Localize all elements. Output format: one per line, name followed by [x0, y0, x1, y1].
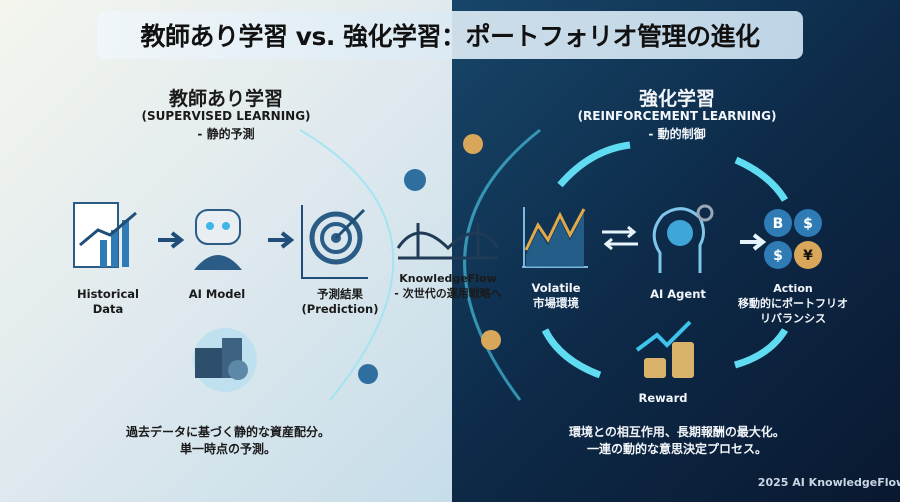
arrow-right-icon	[740, 233, 767, 251]
step-reward: Reward	[638, 391, 688, 405]
gold-coin-icon	[481, 330, 501, 350]
reinforcement-subheading: (REINFORCEMENT LEARNING)	[577, 109, 777, 123]
step-ai-model: AI Model	[188, 287, 246, 301]
dollar-coin-icon	[358, 364, 378, 384]
gold-coin-icon	[463, 134, 483, 154]
reinforcement-description: 環境との相互作用、長期報酬の最大化。一連の動的な意思決定プロセス。	[569, 425, 785, 456]
supervised-tagline: - 静的予測	[197, 127, 255, 141]
document-chart-icon	[73, 202, 137, 268]
step-ai-agent: AI Agent	[650, 287, 706, 301]
volatile-chart-icon	[522, 207, 588, 268]
svg-text:$: $	[773, 248, 783, 264]
step-prediction: 予測結果(Prediction)	[301, 287, 379, 316]
cycle-arrow-top	[557, 141, 631, 188]
supervised-subheading: (SUPERVISED LEARNING)	[141, 109, 311, 123]
footer-credit: 2025 AI KnowledgeFlow	[757, 476, 900, 489]
svg-text:$: $	[803, 216, 813, 232]
dollar-coin-icon	[404, 169, 426, 191]
svg-text:B: B	[773, 216, 784, 232]
robot-icon	[194, 209, 242, 270]
arrow-right-icon	[158, 231, 185, 249]
bridge-icon	[396, 223, 500, 260]
supervised-heading: 教師あり学習	[168, 88, 284, 110]
coin-stack-icon	[193, 328, 257, 392]
reinforcement-heading: 強化学習	[638, 88, 716, 110]
brain-head-icon	[652, 204, 714, 273]
reinforcement-panel	[452, 0, 900, 502]
bidirectional-arrow-icon	[602, 225, 638, 251]
page-title: 教師あり学習 vs. 強化学習：ポートフォリオ管理の進化	[97, 11, 803, 59]
arrow-right-icon	[268, 231, 295, 249]
currency-coins-icon: B $ $ ¥	[764, 209, 822, 269]
target-arrow-icon	[301, 205, 368, 279]
coin-stack-icon	[635, 320, 694, 378]
bridge-label: KnowledgeFlow- 次世代の運用戦略へ	[394, 272, 502, 300]
svg-text:¥: ¥	[803, 248, 813, 264]
supervised-description: 過去データに基づく静的な資産配分。単一時点の予測。	[125, 425, 331, 456]
reinforcement-tagline: - 動的制御	[648, 127, 706, 141]
